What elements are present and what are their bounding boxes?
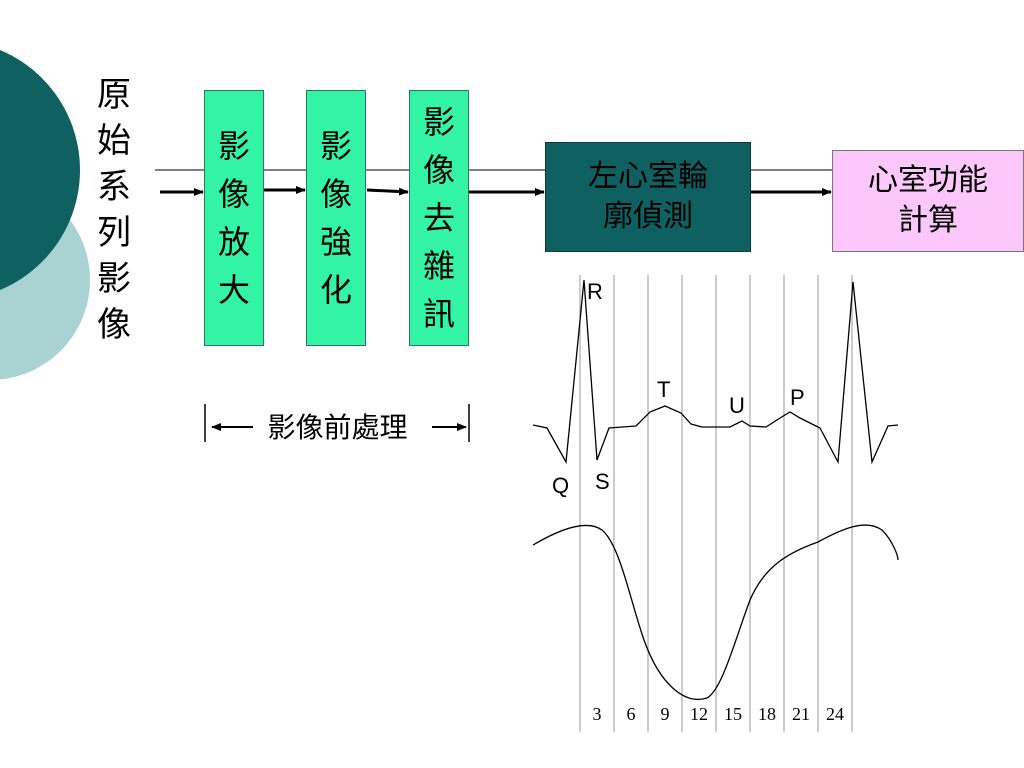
label-char: 系 — [97, 167, 131, 207]
ecg-letter-q: Q — [552, 473, 570, 498]
step-char: 去 — [422, 199, 455, 237]
step-char: 強 — [319, 223, 352, 261]
step-char: 像 — [217, 175, 250, 213]
step-box-enlarge: 影 像 放 大 — [204, 90, 264, 346]
arrow-step2-step3 — [366, 187, 409, 196]
ecg-letter-r: R — [587, 279, 603, 304]
step-box-denoise: 影 像 去 雜 訊 — [409, 90, 469, 346]
decorative-dark-circle — [0, 50, 80, 290]
contour-detection-box: 左心室輪 廓偵測 — [545, 142, 751, 252]
time-tick: 9 — [660, 704, 670, 724]
label-char: 列 — [97, 213, 131, 253]
time-tick: 6 — [626, 704, 636, 724]
label-char: 始 — [97, 121, 131, 161]
time-tick: 15 — [724, 704, 742, 724]
decorative-circles — [0, 50, 90, 380]
step-char: 影 — [319, 127, 352, 165]
step-box-enhance: 影 像 強 化 — [306, 90, 366, 346]
label-char: 影 — [97, 259, 131, 299]
time-tick: 18 — [758, 704, 776, 724]
step-char: 雜 — [422, 247, 455, 285]
step-char: 影 — [217, 127, 250, 165]
ecg-letter-p: P — [790, 385, 805, 410]
preprocessing-label: 影像前處理 — [205, 408, 470, 448]
step-char: 放 — [217, 223, 250, 261]
contour-box-line2: 廓偵測 — [603, 199, 693, 234]
function-box-line2: 計算 — [898, 203, 958, 238]
label-char: 像 — [97, 305, 131, 345]
ecg-letter-s: S — [595, 469, 610, 494]
label-char: 原 — [97, 75, 131, 115]
step-char: 化 — [319, 271, 352, 309]
ecg-letter-t: T — [657, 377, 671, 402]
function-box-line1: 心室功能 — [868, 163, 988, 198]
time-tick: 12 — [690, 704, 708, 724]
time-tick: 21 — [792, 704, 810, 724]
step-char: 像 — [319, 175, 352, 213]
ecg-letter-u: U — [729, 393, 745, 418]
step-char: 大 — [217, 271, 250, 309]
time-tick: 24 — [826, 704, 844, 724]
step-char: 像 — [422, 151, 455, 189]
time-grid — [579, 275, 853, 732]
time-tick: 3 — [592, 704, 602, 724]
ecg-trace — [532, 279, 899, 465]
source-image-series-label: 原 始 系 列 影 像 — [94, 72, 134, 348]
step-char: 影 — [422, 103, 455, 141]
step-char: 訊 — [422, 295, 455, 333]
preprocessing-label-text: 影像前處理 — [267, 411, 408, 444]
contour-box-line1: 左心室輪 — [588, 159, 708, 194]
function-calculation-box: 心室功能 計算 — [832, 150, 1024, 252]
volume-curve — [532, 524, 899, 700]
